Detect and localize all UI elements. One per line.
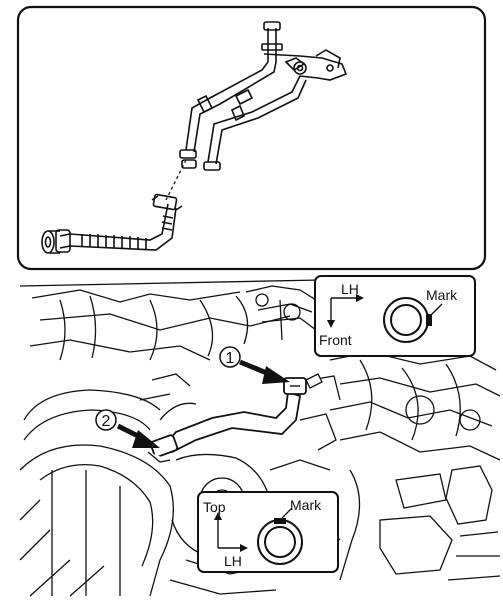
inset-front-axis-side-label: Front [319,332,352,348]
inset-front-mark-label: Mark [426,287,458,303]
callout-1-marker: 1 [219,346,241,368]
callout-1-arrow [239,359,290,384]
callout-1-number: 1 [226,350,235,367]
inset-front-view: LH Front Mark [314,275,476,357]
installed-hose [147,373,323,463]
rubber-hose [41,193,183,254]
connection-dashed-line [165,159,187,201]
callout-2-marker: 2 [95,409,117,431]
inset-top-view: Top LH Mark [197,491,339,573]
metal-pipe-assembly [179,21,348,171]
callout-2-arrow [116,423,160,448]
inset-top-axis-side-label: LH [224,553,242,569]
inset-top-axis-up-label: Top [203,499,226,515]
top-panel [16,5,487,271]
inset-front-axis-up-label: LH [341,281,359,297]
inset-top-mark-label: Mark [290,497,322,513]
callout-2-number: 2 [102,413,111,430]
